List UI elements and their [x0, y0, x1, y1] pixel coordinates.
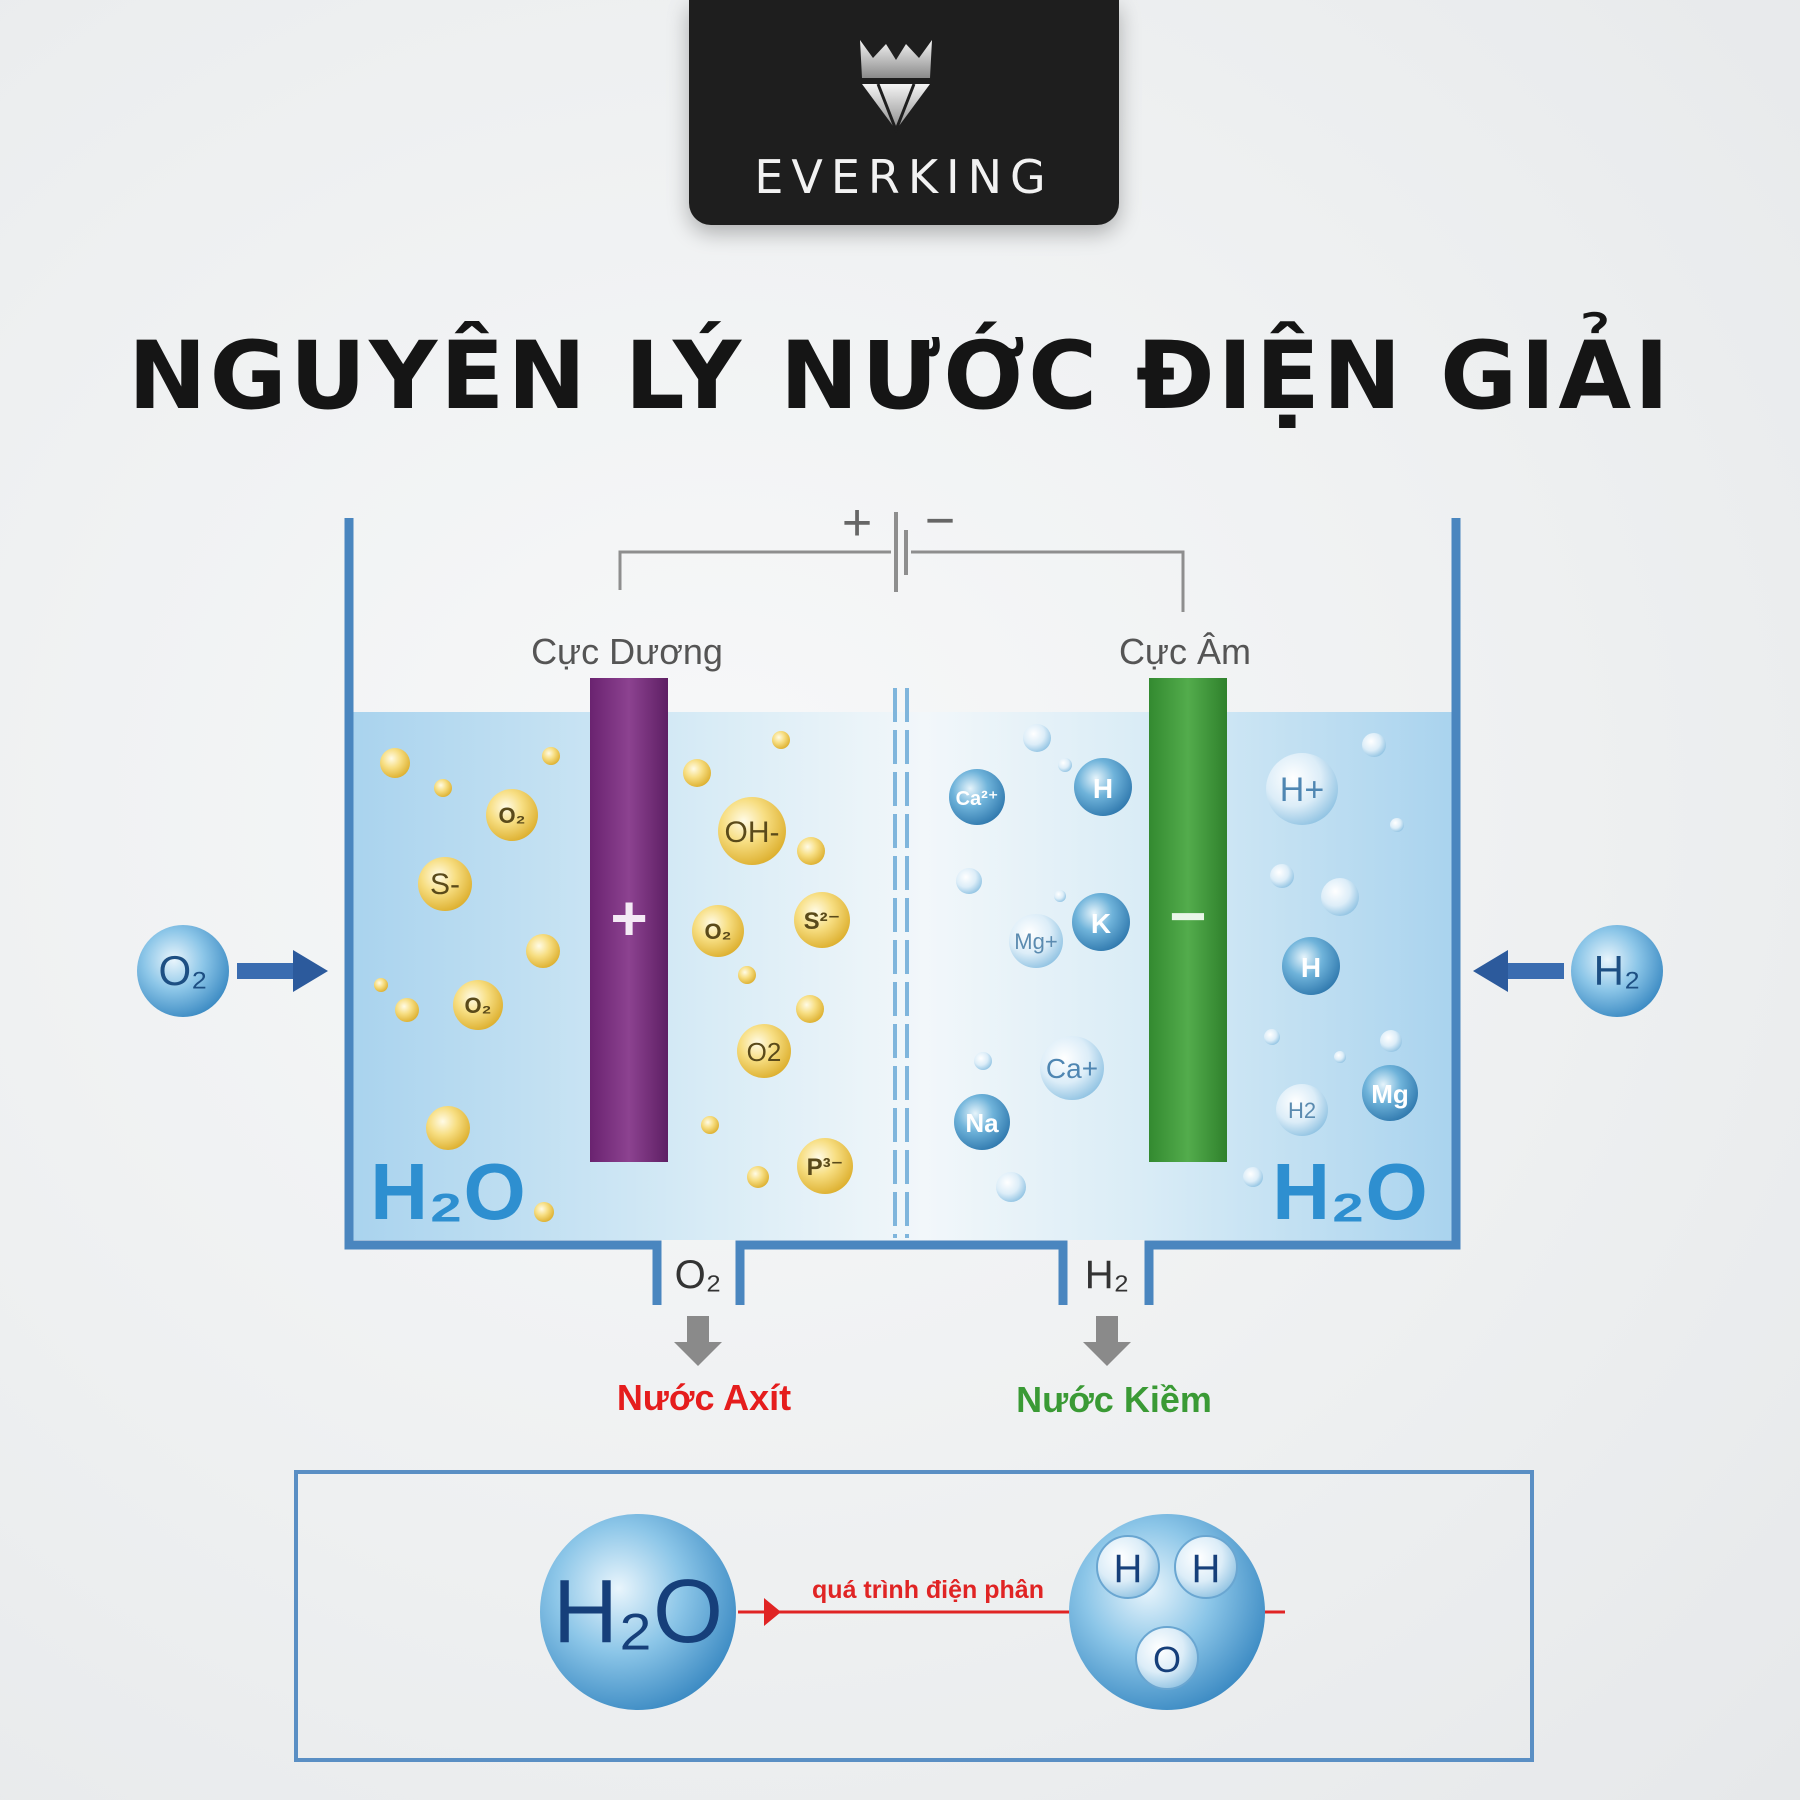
tank [344, 518, 1461, 1305]
cathode-symbol: − [1169, 880, 1206, 952]
cathode-label: Cực Âm [1119, 631, 1251, 672]
membrane-divider [893, 688, 909, 1238]
water-label-left: H₂O [370, 1147, 526, 1236]
outlet-o2-label: O₂ [675, 1253, 722, 1297]
svg-text:S²⁻: S²⁻ [804, 908, 841, 935]
particle-o2-3: O₂ [692, 905, 744, 957]
product-o: O [1153, 1639, 1181, 1680]
svg-text:H2: H2 [1288, 1098, 1316, 1123]
svg-text:K: K [1091, 908, 1111, 939]
particle-s2-minus: S²⁻ [794, 892, 850, 948]
particle-k: K [1072, 893, 1130, 951]
h2o-molecule-label: H₂O [553, 1562, 723, 1662]
particle-ca-plus: Ca+ [1040, 1036, 1104, 1100]
svg-text:H: H [1093, 773, 1113, 804]
anode-symbol: + [610, 882, 647, 954]
alkaline-water-label: Nước Kiềm [1016, 1379, 1212, 1420]
svg-text:Ca²⁺: Ca²⁺ [956, 788, 999, 810]
arrow-left-icon [1473, 950, 1564, 992]
svg-text:P³⁻: P³⁻ [807, 1154, 844, 1181]
svg-text:Mg: Mg [1371, 1079, 1409, 1109]
outlet-h2-label: H₂ [1085, 1253, 1129, 1297]
svg-text:O₂: O₂ [705, 919, 732, 944]
svg-text:O2: O2 [747, 1037, 782, 1067]
battery-minus-sign: − [925, 492, 955, 550]
water-label-right: H₂O [1272, 1147, 1428, 1236]
small-bubbles-right [956, 724, 1404, 1202]
particle-h-1: H [1074, 758, 1132, 816]
brand-logo: EVERKING [689, 0, 1119, 225]
arrow-right-icon [237, 950, 328, 992]
input-o2-label: O₂ [159, 947, 208, 994]
svg-text:OH-: OH- [725, 816, 780, 849]
input-o2: O₂ [137, 925, 229, 1017]
brand-name: EVERKING [754, 150, 1054, 204]
particle-s-minus: S- [418, 857, 472, 911]
anode-label: Cực Dương [531, 631, 723, 672]
particle-h2: H2 [1276, 1084, 1328, 1136]
anode-electrode [590, 678, 668, 1162]
particle-o2-1: O₂ [486, 789, 538, 841]
small-bubbles-left [374, 731, 825, 1222]
battery-circuit [618, 512, 1185, 612]
particle-h-2: H [1282, 937, 1340, 995]
reaction-panel [294, 1470, 1534, 1762]
battery-plus-sign: + [842, 494, 872, 552]
svg-text:Mg+: Mg+ [1014, 929, 1057, 954]
page-title: NGUYÊN LÝ NƯỚC ĐIỆN GIẢI [127, 322, 1673, 431]
particle-ca2-plus: Ca²⁺ [949, 769, 1005, 825]
svg-text:Ca+: Ca+ [1046, 1053, 1098, 1084]
particle-o2-4: O2 [737, 1024, 791, 1078]
particle-o2-2: O₂ [453, 980, 503, 1030]
particle-mg: Mg [1362, 1065, 1418, 1121]
crown-logo-icon [860, 40, 932, 135]
particle-mg-plus: Mg+ [1009, 914, 1063, 968]
svg-text:O₂: O₂ [499, 803, 526, 828]
down-arrow-icon [1083, 1316, 1131, 1366]
product-h-2: H [1192, 1547, 1221, 1591]
h2o-molecule: H₂O [540, 1514, 736, 1710]
svg-text:H+: H+ [1280, 771, 1324, 809]
reaction-process-label: quá trình điện phân [812, 1576, 1044, 1604]
particle-h-plus: H+ [1266, 753, 1338, 825]
svg-text:S-: S- [430, 868, 460, 901]
svg-text:Na: Na [965, 1108, 999, 1138]
particle-oh-minus: OH- [718, 797, 786, 865]
product-h-1: H [1114, 1547, 1143, 1591]
svg-text:H: H [1301, 952, 1321, 983]
particle-na: Na [954, 1094, 1010, 1150]
input-h2: H₂ [1571, 925, 1663, 1017]
down-arrow-icon [674, 1316, 722, 1366]
acid-water-label: Nước Axít [617, 1377, 791, 1418]
cathode-electrode [1149, 678, 1227, 1162]
crown-logo-icon [860, 40, 932, 135]
products-molecule: H H O [1069, 1514, 1265, 1710]
particle-p3-minus: P³⁻ [797, 1138, 853, 1194]
svg-text:O₂: O₂ [465, 993, 492, 1018]
input-h2-label: H₂ [1594, 947, 1641, 994]
